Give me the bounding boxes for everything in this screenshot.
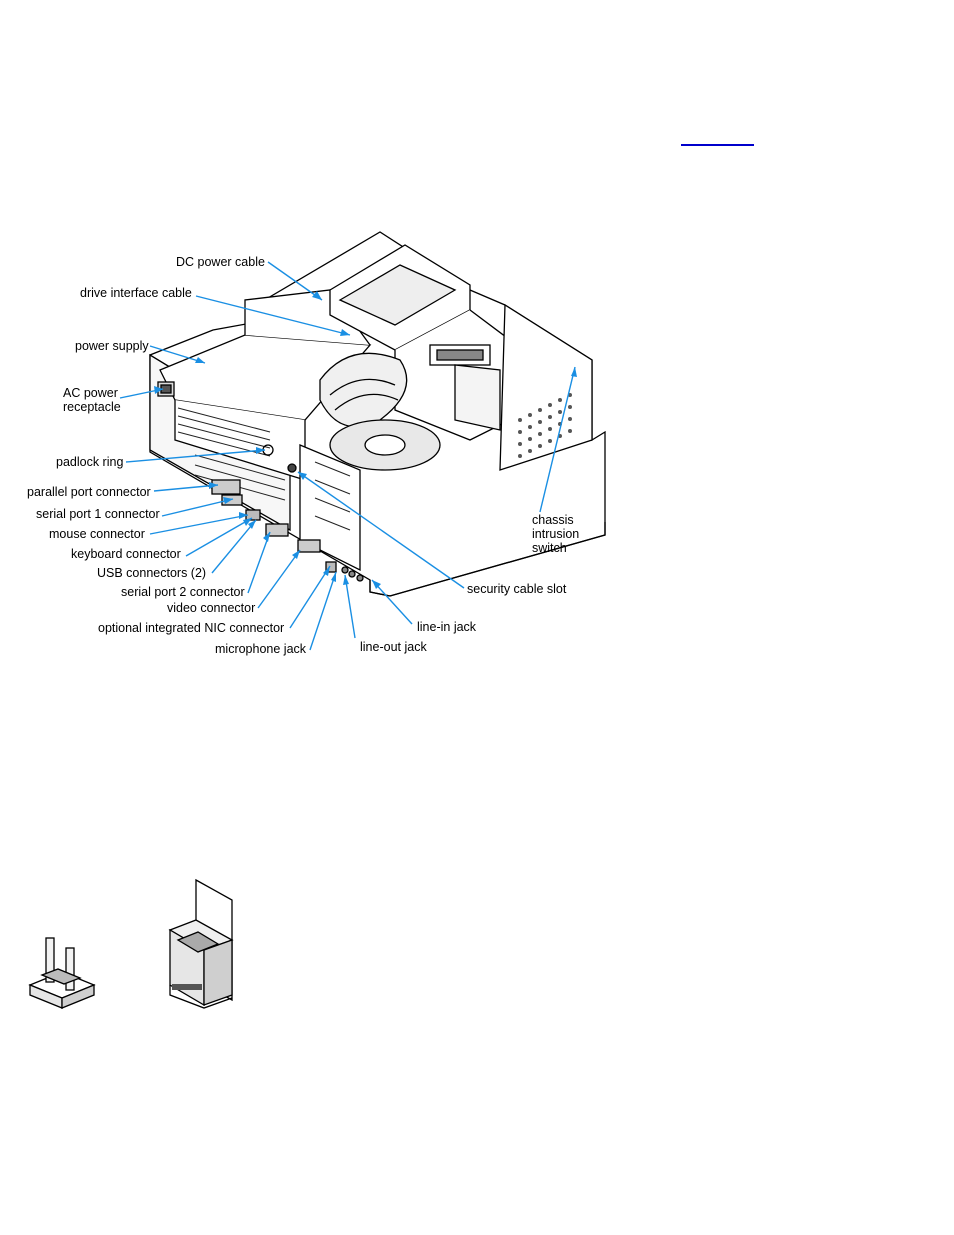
label-serial-port-2-connector: serial port 2 connector	[121, 585, 245, 599]
chassis-illustration	[149, 231, 606, 597]
label-keyboard-connector: keyboard connector	[71, 547, 181, 561]
label-usb-connectors: USB connectors (2)	[97, 566, 207, 580]
label-intrusion: intrusion	[532, 527, 580, 541]
label-drive-interface-cable: drive interface cable	[80, 286, 192, 300]
label-ac-receptacle: receptacle	[63, 400, 121, 414]
label-chassis: chassis	[532, 513, 574, 527]
label-parallel-port-connector: parallel port connector	[27, 485, 151, 499]
leader-lines	[119, 261, 576, 651]
label-mouse-connector: mouse connector	[49, 527, 145, 541]
leader-arrowheads	[154, 291, 577, 589]
label-video-connector: video connector	[167, 601, 256, 615]
label-switch: switch	[532, 541, 567, 555]
label-nic-connector: optional integrated NIC connector	[98, 621, 285, 635]
label-line-out-jack: line-out jack	[360, 640, 427, 654]
label-power-supply: power supply	[75, 339, 149, 353]
label-line-in-jack: line-in jack	[417, 620, 477, 634]
label-dc-power-cable: DC power cable	[176, 255, 265, 269]
label-microphone-jack: microphone jack	[215, 642, 307, 656]
jumper-pins-illustration	[28, 937, 96, 1009]
label-ac-power: AC power	[63, 386, 118, 400]
inline-link[interactable]	[681, 130, 754, 146]
jumper-installed-illustration	[168, 878, 234, 1009]
label-serial-port-1-connector: serial port 1 connector	[36, 507, 160, 521]
label-padlock-ring: padlock ring	[56, 455, 124, 469]
label-security-cable-slot: security cable slot	[467, 582, 567, 596]
